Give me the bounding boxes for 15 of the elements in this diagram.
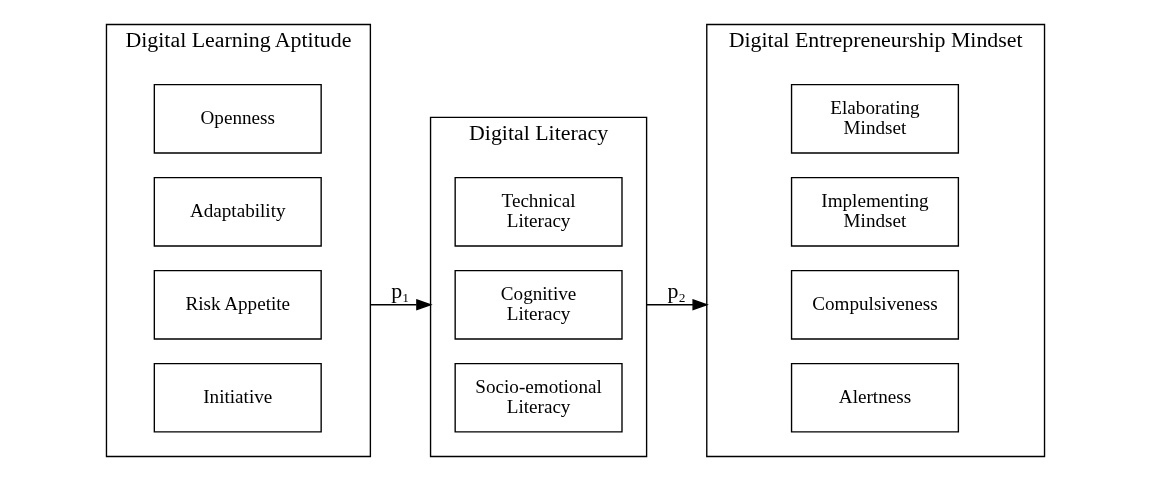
node-box: Initiative: [153, 362, 322, 433]
edge-label: p₂: [666, 278, 686, 303]
node-box: Socio-emotional Literacy: [454, 362, 623, 433]
arrow: [645, 299, 709, 311]
node-box: Risk Appetite: [153, 269, 322, 340]
node-box: Openness: [153, 83, 322, 154]
node-box: Cognitive Literacy: [454, 269, 623, 340]
arrow: [369, 299, 433, 311]
edge-label: p₁: [390, 278, 410, 303]
node-box: Implementing Mindset: [790, 176, 959, 247]
node-box: Adaptability: [153, 176, 322, 247]
node-box: Alertness: [790, 362, 959, 433]
node-box: Elaborating Mindset: [790, 83, 959, 154]
node-box: Compulsiveness: [790, 269, 959, 340]
node-box: Technical Literacy: [454, 176, 623, 247]
